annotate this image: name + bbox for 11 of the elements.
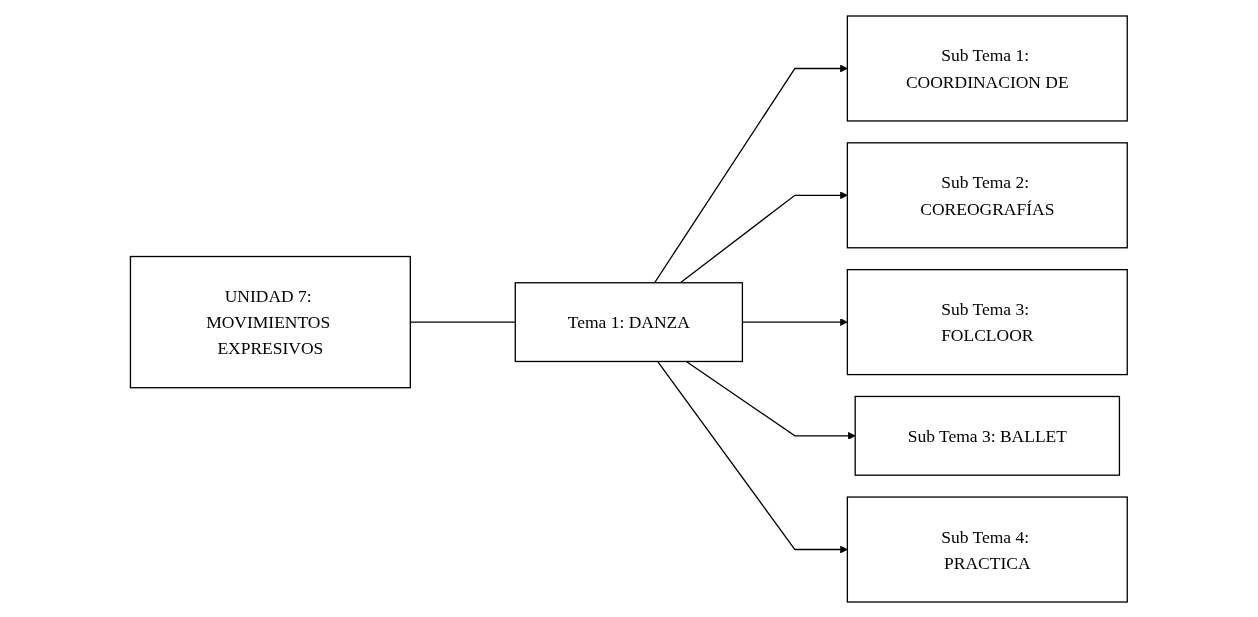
arrow [679, 190, 848, 283]
node-box: Sub Tema 3: FOLCLOOR [846, 268, 1129, 375]
arrow [657, 360, 848, 553]
arrow [685, 360, 856, 440]
arrow [654, 64, 848, 283]
node-box: UNIDAD 7: MOVIMIENTOS EXPRESIVOS [129, 255, 412, 388]
node-box: Sub Tema 4: PRACTICA [846, 495, 1129, 603]
node-box: Sub Tema 2: COREOGRAFÍAS [846, 141, 1129, 248]
node-box: Sub Tema 3: BALLET [854, 395, 1121, 476]
node-box: Sub Tema 1: COORDINACION DE [846, 14, 1129, 122]
node-box: Tema 1: DANZA [514, 281, 744, 362]
